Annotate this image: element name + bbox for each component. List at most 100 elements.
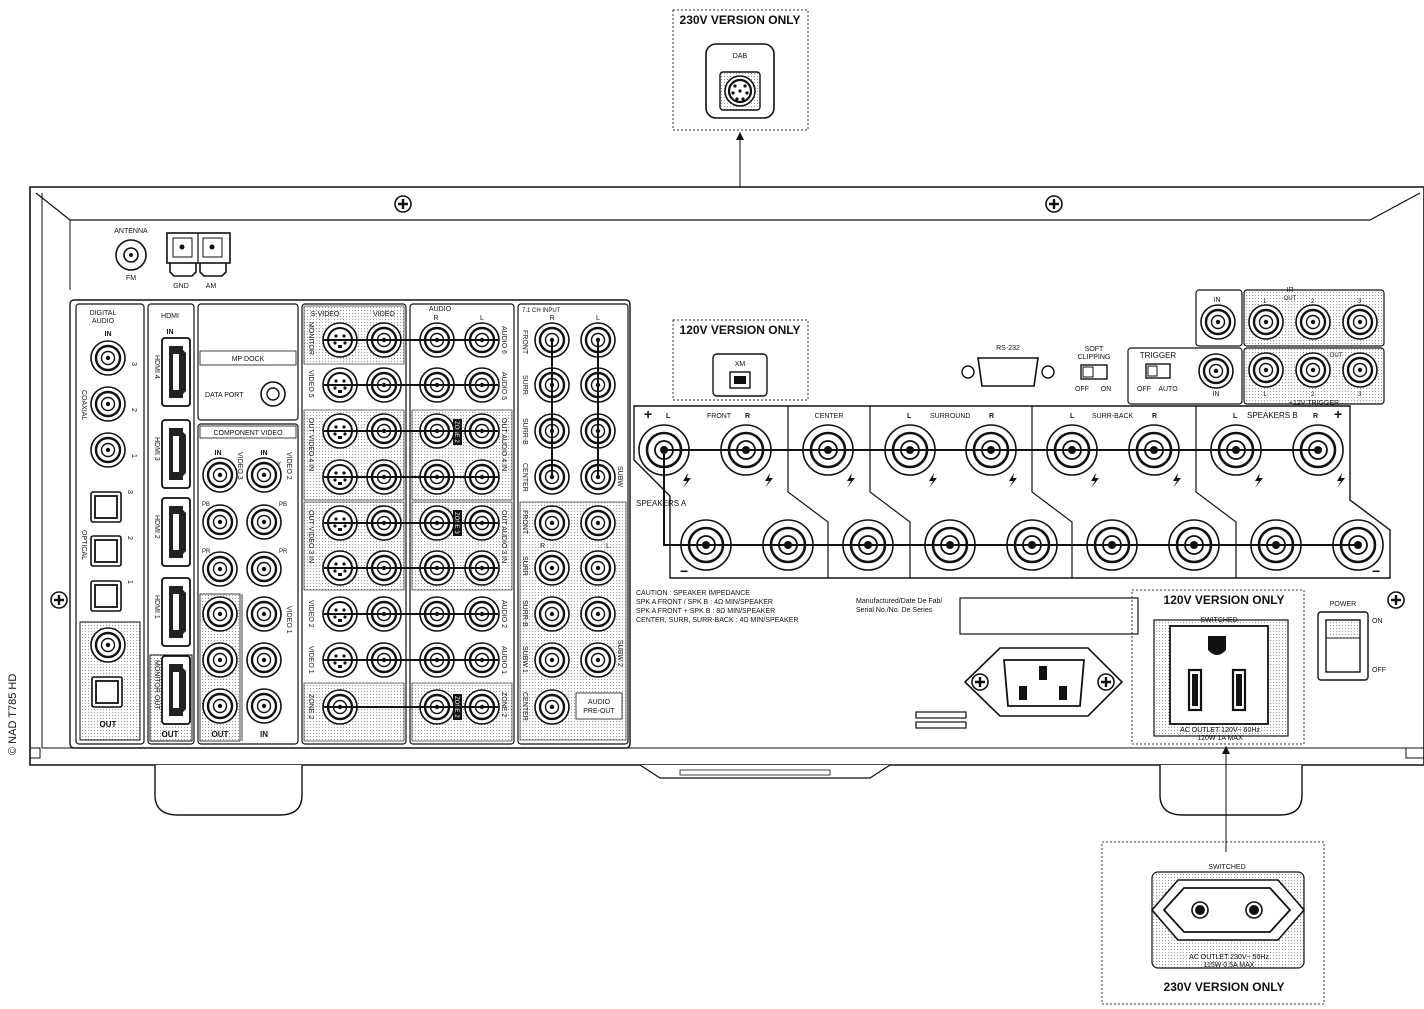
- comp-v3-pr[interactable]: [201, 550, 239, 588]
- comp-v2-pr[interactable]: [245, 550, 283, 588]
- outlet120-socket[interactable]: [1169, 625, 1269, 725]
- comp-v1-pb[interactable]: [245, 641, 283, 679]
- optical-in-1[interactable]: [90, 580, 122, 612]
- preout-surr-r[interactable]: [533, 549, 571, 587]
- trigger-in-label: IN: [1213, 391, 1220, 398]
- preout-subw2[interactable]: [579, 641, 617, 679]
- manufactured-line-2: Serial No./No. De Series: [856, 607, 933, 614]
- hdmi-1-label: HDMI 1: [153, 595, 160, 619]
- caution-text: CAUTION : SPEAKER IMPEDANCE SPK A FRONT …: [636, 590, 798, 624]
- monitor-out-label: MONITOR OUT: [153, 660, 160, 710]
- trigger-switch[interactable]: [1145, 363, 1171, 379]
- trig-num-1: 1: [1263, 392, 1267, 398]
- preout-front-label: FRONT: [521, 510, 528, 535]
- outlet120-callout-box: [1131, 589, 1305, 745]
- optical-out[interactable]: [91, 676, 123, 708]
- comp-v3-pb[interactable]: [201, 503, 239, 541]
- comp-out-pb[interactable]: [201, 641, 239, 679]
- ac-power-inlet[interactable]: [963, 647, 1124, 717]
- audio6-label: AUDIO 6: [500, 326, 507, 354]
- preout-surrb-l[interactable]: [579, 595, 617, 633]
- preout-center[interactable]: [533, 688, 571, 726]
- ir-out-2[interactable]: [1294, 303, 1332, 341]
- hdmi-monitor-out[interactable]: [161, 655, 191, 725]
- ir-num-3: 3: [1358, 299, 1362, 305]
- comp-v1-y[interactable]: [245, 595, 283, 633]
- hdmi-in-2[interactable]: [161, 497, 191, 567]
- hdmi-in-3[interactable]: [161, 419, 191, 489]
- surrback-r-label: R: [1152, 413, 1157, 420]
- surrback-label: SURR-BACK: [1092, 413, 1134, 420]
- ir-in-label: IN: [1214, 297, 1221, 304]
- ir-out-1[interactable]: [1247, 303, 1285, 341]
- audio-title: AUDIO: [429, 306, 452, 313]
- serial-number-box: [959, 597, 1139, 635]
- power-switch[interactable]: [1317, 611, 1369, 681]
- ch71-surr-label: SURR: [521, 375, 528, 395]
- pb-label-a: PB: [202, 502, 210, 508]
- ir-in-jack[interactable]: [1199, 303, 1237, 341]
- preout-subw1[interactable]: [533, 641, 571, 679]
- coaxial-in-3[interactable]: [89, 339, 127, 377]
- optical-in-3[interactable]: [90, 491, 122, 523]
- trigger-out-1[interactable]: [1247, 351, 1285, 389]
- trigger-out-3[interactable]: [1341, 351, 1379, 389]
- data-port-connector[interactable]: [260, 381, 286, 407]
- surrback-l-label: L: [1070, 413, 1075, 420]
- trigger-title: TRIGGER: [1140, 351, 1177, 360]
- soft-clipping-title-1: SOFT: [1085, 346, 1104, 353]
- vent-slot-2: [915, 721, 967, 729]
- speakers-a-label: SPEAKERS A: [636, 499, 687, 508]
- y-label-b: Y: [277, 462, 281, 468]
- comp-v3-y[interactable]: [201, 456, 239, 494]
- hdmi-in-1[interactable]: [161, 577, 191, 647]
- preout-center-label: CENTER: [521, 692, 528, 721]
- xm-usb-connector[interactable]: [729, 371, 751, 389]
- optical-in-2[interactable]: [90, 535, 122, 567]
- trigger-in-jack[interactable]: [1197, 352, 1235, 390]
- soft-clipping-switch[interactable]: [1080, 364, 1108, 380]
- coaxial-in-2[interactable]: [89, 385, 127, 423]
- video3-svideo-label: OUT VIDEO 3 IN: [307, 510, 314, 563]
- coaxial-out[interactable]: [89, 626, 127, 664]
- speaker-plus-right: +: [1334, 406, 1342, 422]
- video4-label: OUT VIDEO 4 IN: [307, 418, 314, 471]
- video2-label: VIDEO 2: [285, 452, 292, 480]
- dab-connector[interactable]: [724, 75, 756, 107]
- preout-surr-l[interactable]: [579, 549, 617, 587]
- ir-out-3[interactable]: [1341, 303, 1379, 341]
- coaxial-in-1[interactable]: [89, 431, 127, 469]
- fm-label: FM: [126, 275, 136, 282]
- am-gnd-terminals[interactable]: [166, 232, 231, 277]
- comp-v1-pr[interactable]: [245, 687, 283, 725]
- center-label: CENTER: [815, 413, 844, 420]
- video1-svideo-label: VIDEO 1: [307, 646, 314, 674]
- preout-surrb-r[interactable]: [533, 595, 571, 633]
- caution-line-4: CENTER, SURR, SURR-BACK : 4Ω MIN/SPEAKER: [636, 617, 798, 624]
- outlet120-title: 120V VERSION ONLY: [1164, 593, 1285, 607]
- outlet230-socket[interactable]: [1150, 879, 1306, 941]
- preout-front-r[interactable]: [533, 504, 571, 542]
- comp-v2-y[interactable]: [245, 456, 283, 494]
- hdmi-in-4[interactable]: [161, 337, 191, 407]
- speakers-a-link-line: [663, 449, 1358, 546]
- inlet-screw-right: [1096, 672, 1116, 692]
- inlet-screw-left: [970, 672, 990, 692]
- comp-out-y[interactable]: [201, 595, 239, 633]
- preout-front-l[interactable]: [579, 504, 617, 542]
- trigger-out-2[interactable]: [1294, 351, 1332, 389]
- rs232-port[interactable]: [961, 357, 1055, 387]
- fm-antenna-connector[interactable]: [115, 239, 147, 271]
- power-title: POWER: [1330, 601, 1356, 608]
- comp-v2-pb[interactable]: [245, 503, 283, 541]
- preout-surrb-label: SURR-B: [521, 600, 528, 627]
- comp-out-pr[interactable]: [201, 687, 239, 725]
- outlet120-switched: SWITCHED: [1200, 617, 1237, 624]
- power-off: OFF: [1372, 667, 1386, 674]
- rs232-label: RS-232: [996, 345, 1020, 352]
- zone-badge-a: ZONE 2: [453, 421, 459, 443]
- foot-right: [1159, 765, 1303, 816]
- data-port-label: DATA PORT: [205, 392, 244, 399]
- preout-surr-label: SURR: [521, 556, 528, 576]
- surround-r-label: R: [989, 413, 994, 420]
